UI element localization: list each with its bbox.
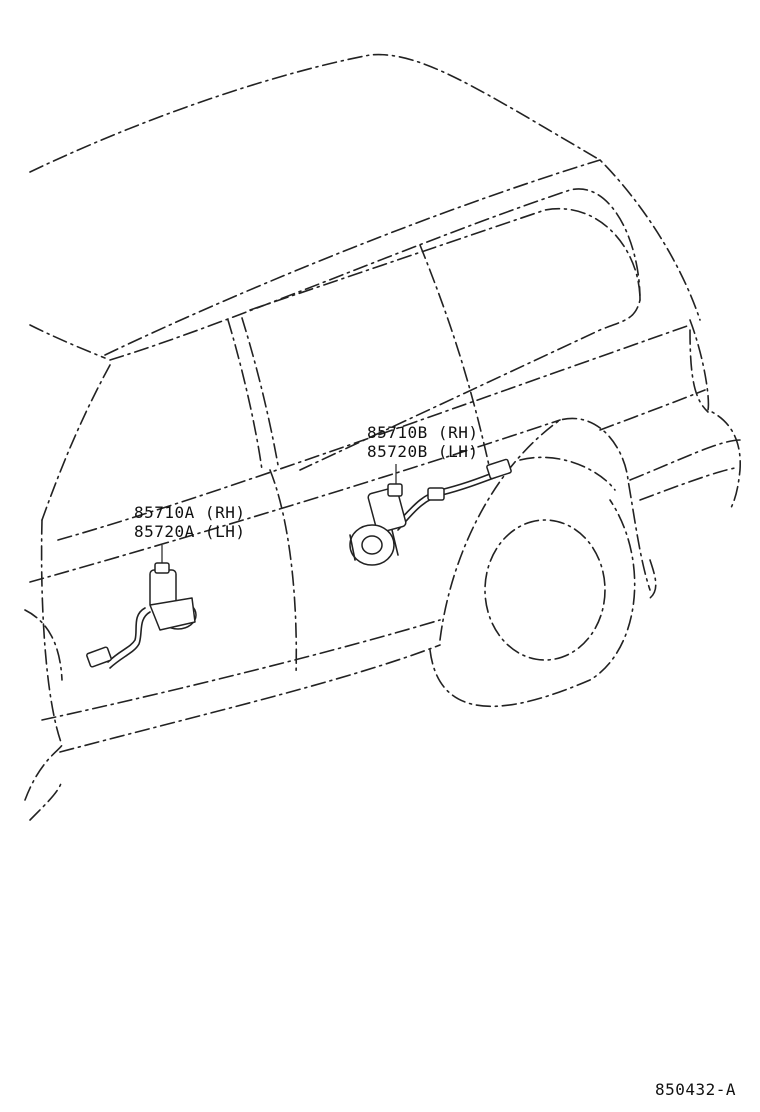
rear-motor-bracket — [349, 529, 399, 561]
front-motor-wire-2 — [109, 611, 151, 669]
vehicle-outline — [24, 53, 741, 821]
quarter-glass-divider — [419, 244, 491, 471]
front-lower-edge — [40, 519, 63, 746]
rear-door-front-edge — [269, 469, 298, 676]
b-pillar-front — [227, 319, 263, 471]
front-window-motor — [86, 545, 197, 669]
body-bottom — [24, 744, 63, 801]
front-motor-part-lh: 85720A (LH) — [134, 522, 246, 541]
roof-line — [29, 53, 701, 321]
front-window-frame — [41, 364, 111, 521]
rear-wheel-rim — [484, 519, 606, 661]
rear-window-frame — [249, 207, 641, 471]
rear-motor-part-lh: 85720B (LH) — [367, 442, 479, 461]
front-motor-cap — [154, 562, 170, 574]
rear-motor-connector — [486, 458, 512, 480]
rear-step — [649, 559, 657, 599]
wheel-arch — [439, 417, 651, 641]
side-crease — [29, 419, 561, 583]
roof-rail-lower — [109, 188, 641, 361]
front-fender-arc — [24, 609, 63, 681]
rear-motor-wire-2 — [397, 474, 503, 531]
rear-fender-line — [599, 389, 706, 431]
rear-tire — [429, 499, 636, 708]
rear-motor-cap — [387, 483, 403, 497]
front-motor-connector — [86, 646, 112, 668]
front-motor-part-rh: 85710A (RH) — [134, 503, 246, 522]
rear-window-motor — [349, 458, 512, 566]
figure-code: 850432-A — [655, 1080, 737, 1099]
roof-rail — [104, 159, 601, 356]
front-motor-wire — [107, 607, 146, 663]
rear-corner — [689, 319, 741, 511]
b-pillar-rear — [241, 317, 279, 466]
rocker-line — [41, 619, 441, 721]
belt-line — [57, 324, 691, 541]
rear-bumper — [629, 439, 741, 481]
rear-panel — [689, 329, 709, 413]
rear-motor-part-rh: 85710B (RH) — [367, 423, 479, 442]
front-bottom — [29, 779, 63, 821]
rear-bumper-lower — [639, 467, 736, 501]
rear-motor-hub — [361, 535, 383, 555]
front-motor-bracket — [149, 597, 196, 631]
front-body-edge — [29, 324, 106, 359]
wheel-arch-inner — [519, 456, 616, 491]
rocker-lower — [59, 644, 441, 753]
rear-motor-clip — [427, 487, 445, 501]
